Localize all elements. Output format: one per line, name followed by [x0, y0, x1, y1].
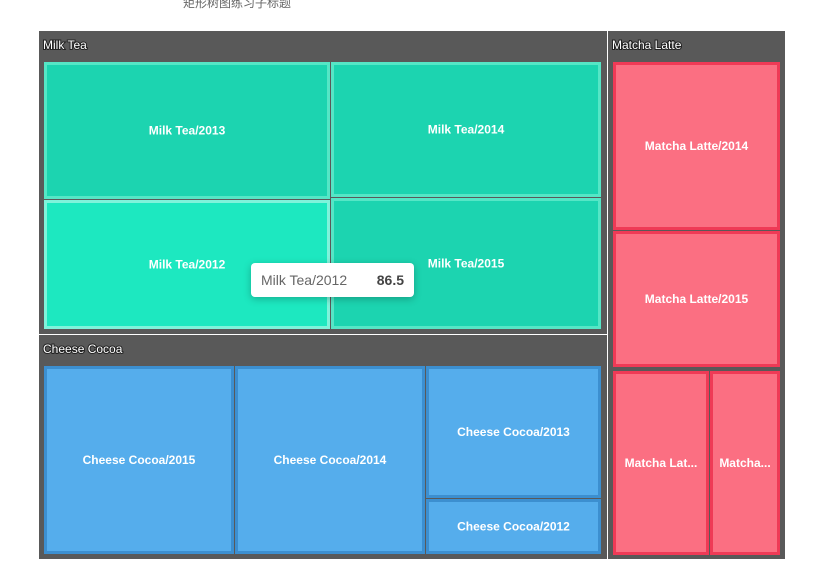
leaf-rect[interactable] — [429, 502, 598, 551]
leaf-label: Matcha Latte/2014 — [645, 139, 749, 153]
leaf-matcha-latte-2014[interactable]: Matcha Latte/2014 — [613, 62, 780, 230]
leaf-label: Milk Tea/2013 — [149, 124, 226, 138]
leaf-rect[interactable] — [616, 234, 777, 364]
leaf-cheese-cocoa-2014[interactable]: Cheese Cocoa/2014 — [235, 366, 425, 554]
leaf-label: Cheese Cocoa/2015 — [83, 453, 196, 467]
leaf-label: Cheese Cocoa/2013 — [457, 425, 570, 439]
leaf-rect[interactable] — [47, 369, 231, 551]
leaf-label: Cheese Cocoa/2014 — [274, 453, 387, 467]
chart-subtitle: 矩形树图练习子标题 — [183, 0, 292, 10]
leaf-cheese-cocoa-2015[interactable]: Cheese Cocoa/2015 — [44, 366, 234, 554]
leaf-label: Matcha Lat... — [625, 456, 698, 470]
leaf-label: Matcha... — [719, 456, 770, 470]
leaf-label: Milk Tea/2012 — [149, 258, 226, 272]
leaf-label: Cheese Cocoa/2012 — [457, 520, 570, 534]
leaf-rect[interactable] — [616, 374, 706, 552]
leaf-rect[interactable] — [334, 65, 598, 194]
group-label: Milk Tea — [43, 38, 87, 52]
leaf-rect[interactable] — [616, 65, 777, 227]
group-label: Cheese Cocoa — [43, 342, 123, 356]
leaf-rect[interactable] — [429, 369, 598, 495]
leaf-matcha-latte-2012[interactable]: Matcha... — [710, 371, 780, 555]
leaf-label: Milk Tea/2014 — [428, 123, 505, 137]
leaf-milk-tea-2014[interactable]: Milk Tea/2014 — [331, 62, 601, 197]
leaf-cheese-cocoa-2013[interactable]: Cheese Cocoa/2013 — [426, 366, 601, 498]
leaf-milk-tea-2013[interactable]: Milk Tea/2013 — [44, 62, 330, 199]
leaf-label: Milk Tea/2015 — [428, 257, 505, 271]
leaf-matcha-latte-2013[interactable]: Matcha Lat... — [613, 371, 709, 555]
leaf-matcha-latte-2015[interactable]: Matcha Latte/2015 — [613, 231, 780, 367]
leaf-label: Matcha Latte/2015 — [645, 292, 749, 306]
chart-tooltip: Milk Tea/2012 86.5 — [251, 263, 414, 297]
tooltip-value: 86.5 — [376, 272, 404, 288]
leaf-rect[interactable] — [238, 369, 422, 551]
leaf-cheese-cocoa-2012[interactable]: Cheese Cocoa/2012 — [426, 499, 601, 554]
group-label: Matcha Latte — [612, 38, 682, 52]
tooltip-name: Milk Tea/2012 — [261, 272, 348, 288]
leaf-rect[interactable] — [713, 374, 777, 552]
leaf-rect[interactable] — [47, 65, 327, 196]
